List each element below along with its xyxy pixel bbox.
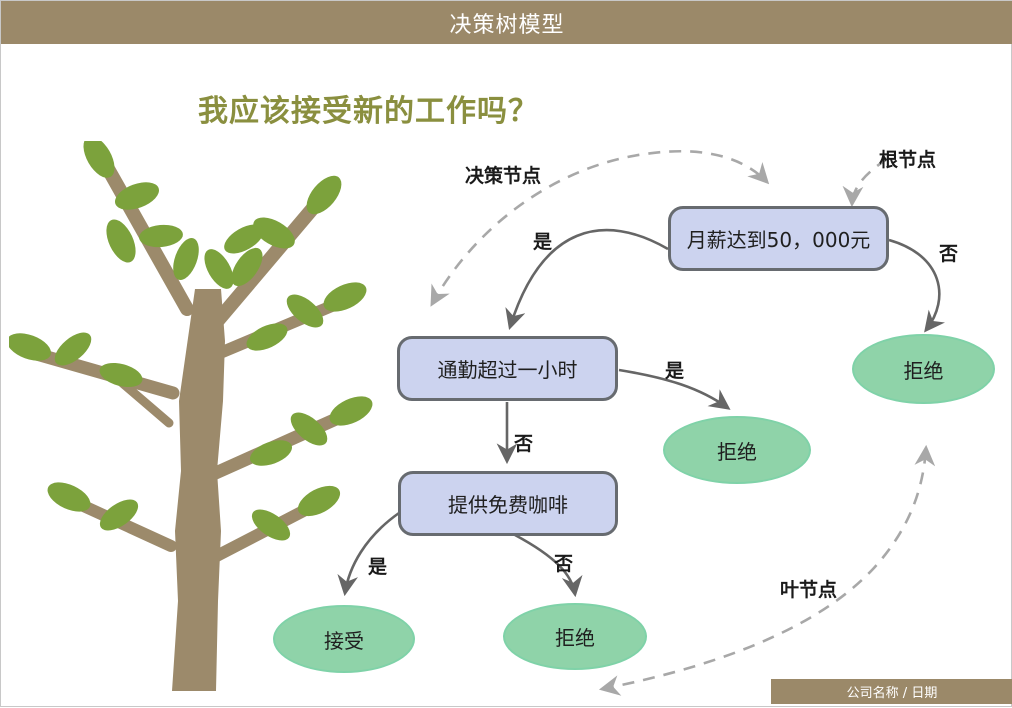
edge-label-commute-no: 否 (514, 433, 534, 455)
header-title: 决策树模型 (449, 12, 565, 38)
tree-trunk (172, 289, 225, 691)
annotation-arrow-root-node (842, 157, 888, 208)
leaf-node-reject-right[interactable]: 拒绝 (852, 334, 995, 404)
question-title: 我应该接受新的工作吗？ (198, 94, 539, 129)
leaf-node-reject-middle-label: 拒绝 (717, 439, 757, 464)
decision-node-salary-label: 月薪达到50，000元 (686, 228, 871, 252)
edge-label-coffee-no: 否 (554, 553, 574, 575)
annotation-root-node: 根节点 (879, 149, 937, 171)
tree-branch (202, 194, 326, 338)
footer-text: 公司名称 / 日期 (846, 686, 938, 701)
decision-node-salary[interactable]: 月薪达到50，000元 (668, 206, 889, 271)
annotation-decision-node: 决策节点 (465, 165, 542, 187)
decision-node-commute[interactable]: 通勤超过一小时 (397, 336, 618, 401)
leaf-node-reject-right-label: 拒绝 (903, 358, 944, 383)
decision-node-coffee[interactable]: 提供免费咖啡 (398, 471, 618, 536)
decision-node-coffee-label: 提供免费咖啡 (448, 493, 568, 517)
edge-label-root-no: 否 (939, 243, 959, 265)
edge-root-no (888, 238, 946, 333)
tree-illustration (9, 141, 373, 691)
edge-label-commute-yes: 是 (665, 360, 685, 382)
decision-node-commute-label: 通勤超过一小时 (437, 358, 578, 382)
leaf-node-accept[interactable]: 接受 (273, 605, 415, 673)
annotation-arrow-decision-nodes (430, 149, 770, 307)
edge-label-root-yes: 是 (533, 231, 553, 253)
leaf-node-accept-label: 接受 (324, 628, 364, 653)
annotation-arrow-leaf-nodes (598, 444, 936, 696)
annotation-leaf-node: 叶节点 (780, 579, 838, 601)
header-bar: 决策树模型 (1, 1, 1012, 44)
leaf-node-reject-middle[interactable]: 拒绝 (663, 416, 811, 484)
edge-coffee-no (514, 533, 583, 598)
tree-leaves (9, 141, 373, 541)
tree-branch (201, 500, 319, 567)
edge-commute-yes (618, 368, 731, 410)
leaf-node-reject-bottom[interactable]: 拒绝 (503, 603, 647, 670)
leaf-node-reject-bottom-label: 拒绝 (555, 626, 595, 650)
edge-label-coffee-yes: 是 (368, 556, 388, 578)
edge-coffee-yes (337, 511, 400, 597)
footer-bar: 公司名称 / 日期 (771, 679, 1012, 704)
